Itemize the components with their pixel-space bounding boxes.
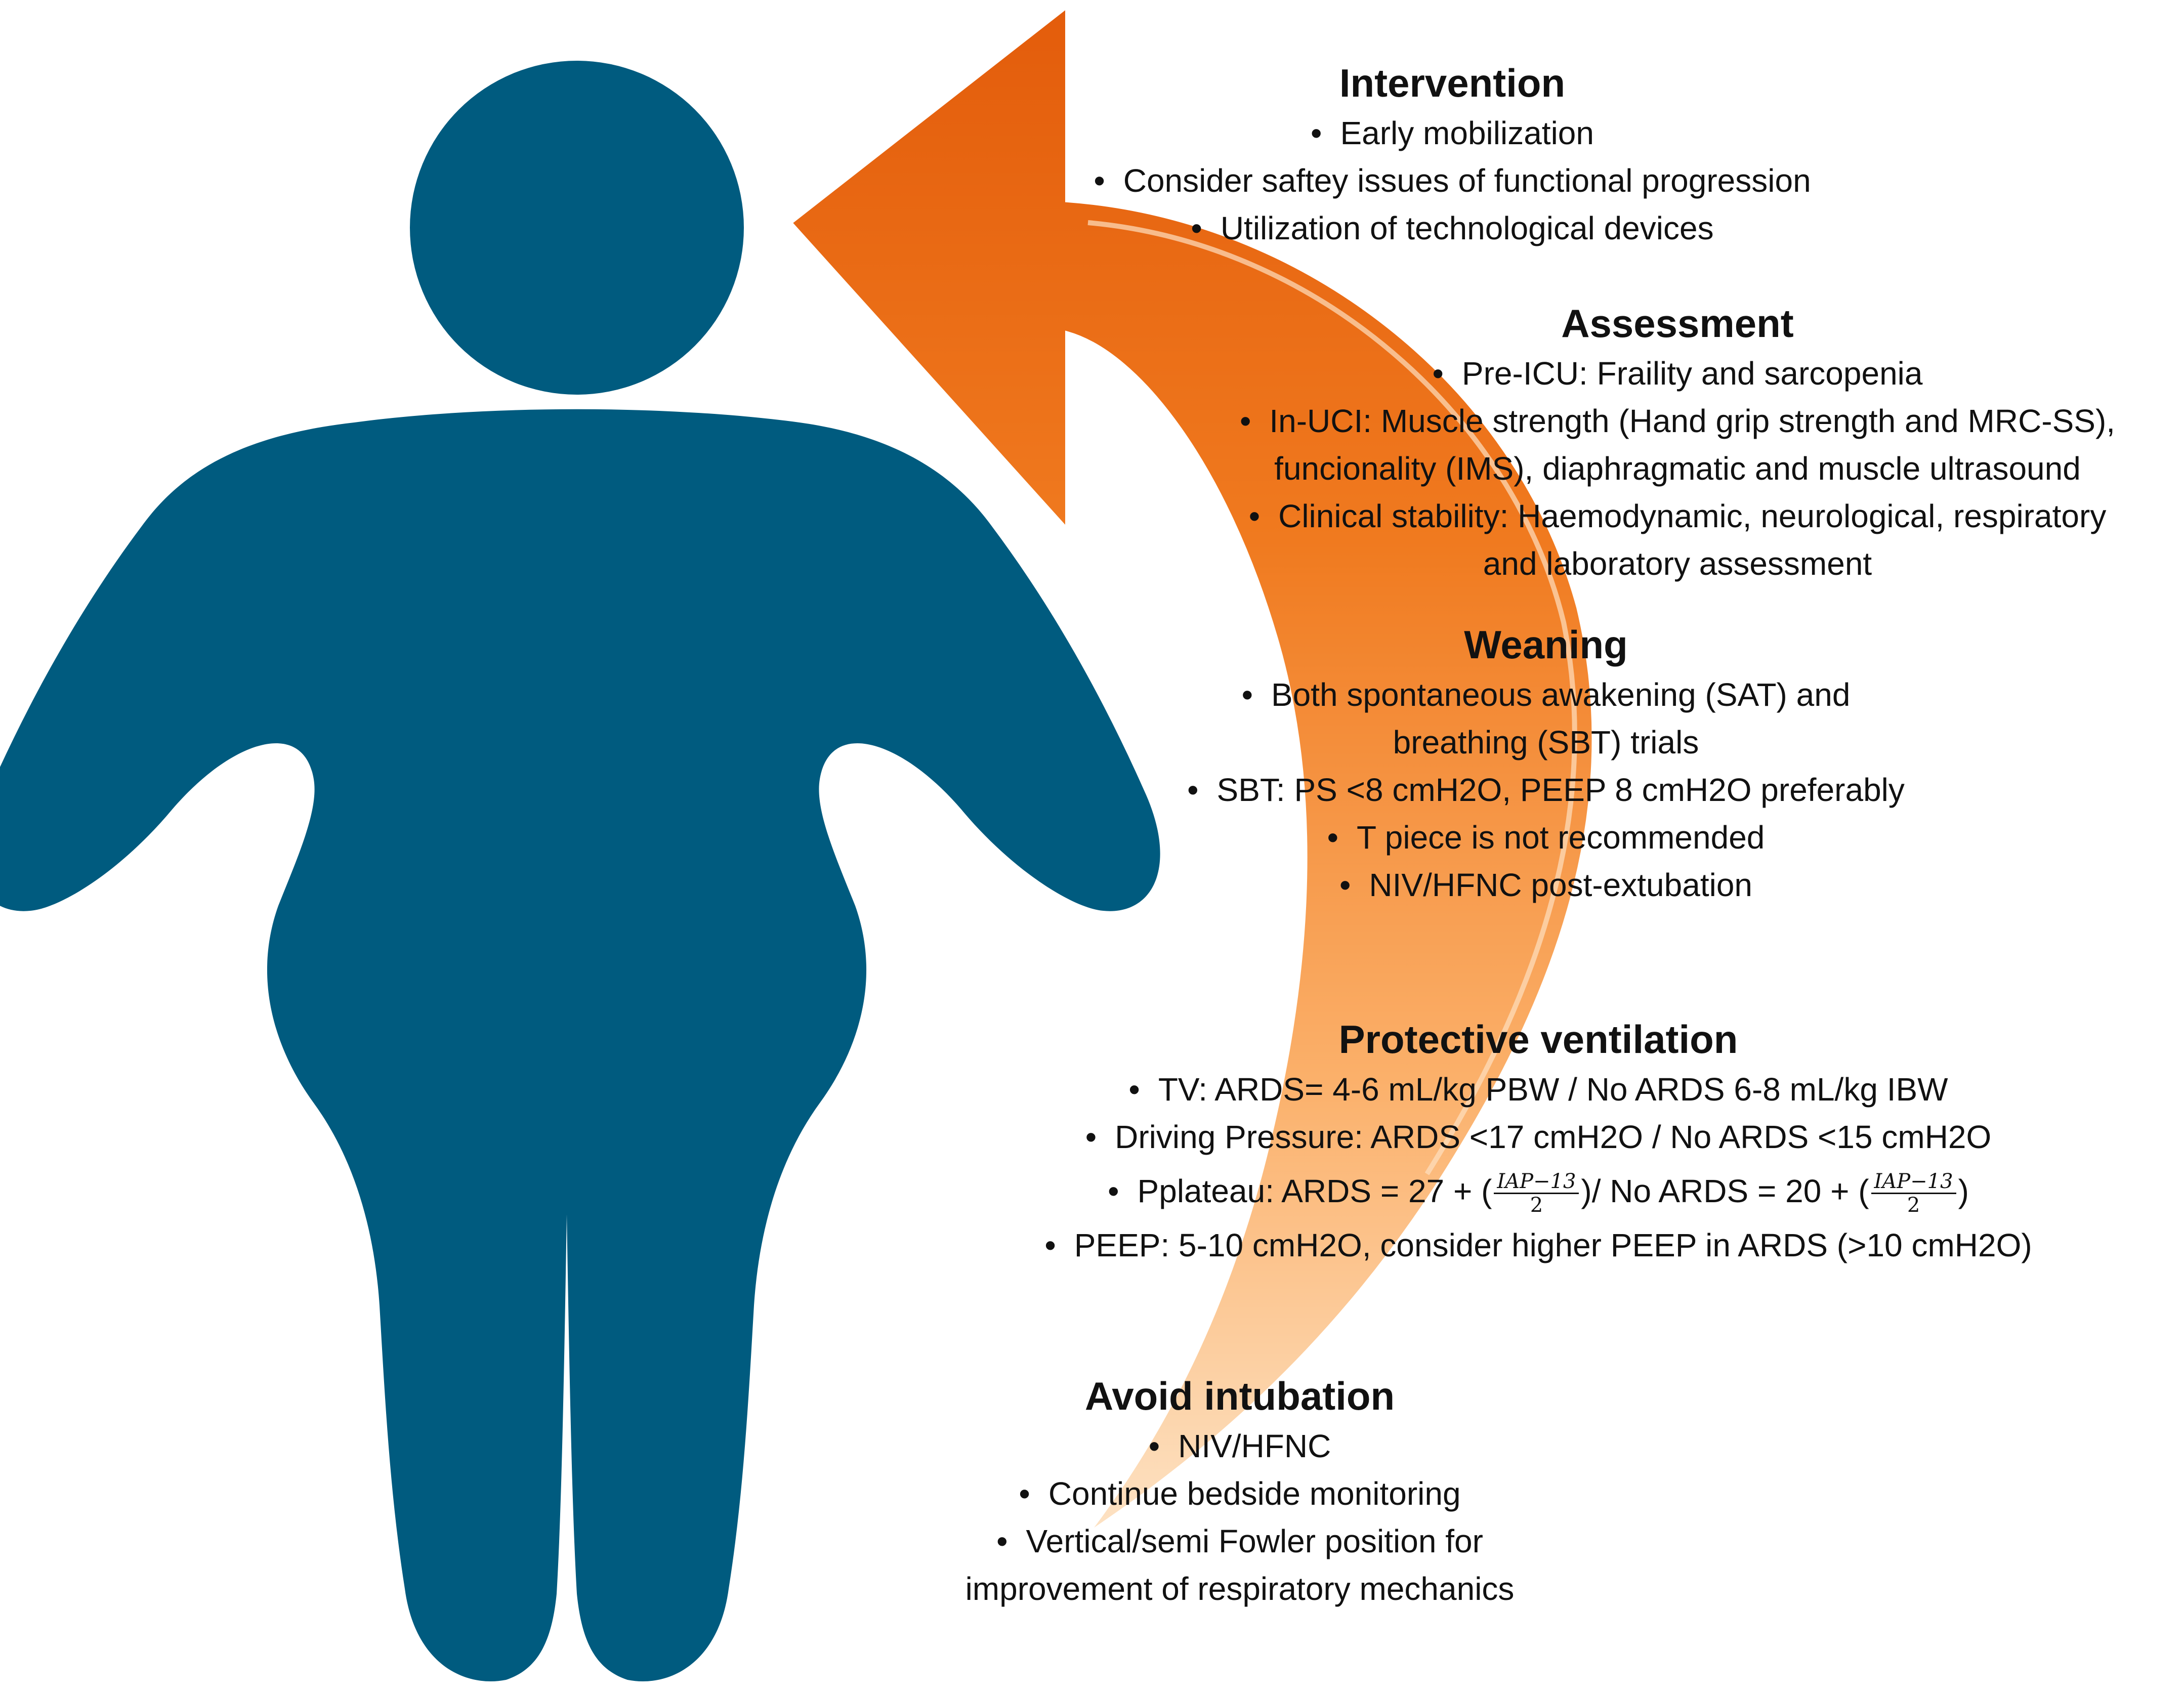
bullet-icon: •	[1019, 1475, 1030, 1512]
bullet-icon: •	[1248, 497, 1261, 534]
section-intervention: Intervention •Early mobilization •Consid…	[1022, 61, 1882, 252]
list-item: •T piece is not recommended	[1327, 819, 1765, 856]
list-item: •PEEP: 5-10 cmH2O, consider higher PEEP …	[1044, 1226, 2032, 1263]
list-item: •SBT: PS <8 cmH2O, PEEP 8 cmH2O preferab…	[1187, 771, 1905, 808]
list-item: •Utilization of technological devices	[1191, 209, 1714, 246]
list-item: •In-UCI: Muscle strength (Hand grip stre…	[1239, 402, 2116, 487]
section-avoid-intubation: Avoid intubation •NIV/HFNC •Continue bed…	[911, 1374, 1569, 1613]
bullet-icon: •	[996, 1522, 1008, 1559]
process-arrow	[785, 0, 1597, 1541]
bullet-icon: •	[1432, 355, 1444, 392]
person-silhouette-icon	[0, 61, 1160, 1681]
bullet-icon: •	[1148, 1427, 1160, 1464]
bullet-icon: •	[1311, 114, 1322, 151]
list-item: •Clinical stability: Haemodynamic, neuro…	[1248, 497, 2107, 582]
section-title: Intervention	[1339, 61, 1566, 105]
bullet-icon: •	[1085, 1118, 1097, 1155]
list-item: •Early mobilization	[1311, 114, 1594, 151]
bullet-icon: •	[1128, 1071, 1140, 1108]
section-weaning: Weaning •Both spontaneous awakening (SAT…	[1128, 622, 1963, 909]
list-item: •Consider saftey issues of functional pr…	[1094, 162, 1811, 199]
bullet-icon: •	[1241, 676, 1253, 713]
bullet-icon: •	[1327, 819, 1339, 856]
bullet-icon: •	[1044, 1226, 1056, 1263]
list-item: •NIV/HFNC	[1148, 1427, 1331, 1464]
bullet-icon: •	[1187, 771, 1199, 808]
list-item: •TV: ARDS= 4-6 mL/kg PBW / No ARDS 6-8 m…	[1128, 1071, 1948, 1108]
bullet-icon: •	[1339, 866, 1351, 903]
bullet-icon: •	[1239, 402, 1251, 439]
section-title: Protective ventilation	[1338, 1017, 1738, 1062]
bullet-icon: •	[1191, 209, 1202, 246]
section-title: Avoid intubation	[1084, 1374, 1395, 1418]
section-title: Weaning	[1464, 622, 1628, 667]
list-item: •Driving Pressure: ARDS <17 cmH2O / No A…	[1085, 1118, 1992, 1155]
list-item: •NIV/HFNC post-extubation	[1339, 866, 1753, 903]
bullet-icon: •	[1108, 1172, 1119, 1209]
section-assessment: Assessment •Pre-ICU: Fraility and sarcop…	[1174, 301, 2181, 587]
section-title: Assessment	[1561, 301, 1794, 346]
section-protective-ventilation: Protective ventilation •TV: ARDS= 4-6 mL…	[936, 1017, 2140, 1269]
bullet-icon: •	[1094, 162, 1105, 199]
list-item: •Continue bedside monitoring	[1019, 1475, 1461, 1512]
list-item: •Pre-ICU: Fraility and sarcopenia	[1432, 355, 1923, 392]
